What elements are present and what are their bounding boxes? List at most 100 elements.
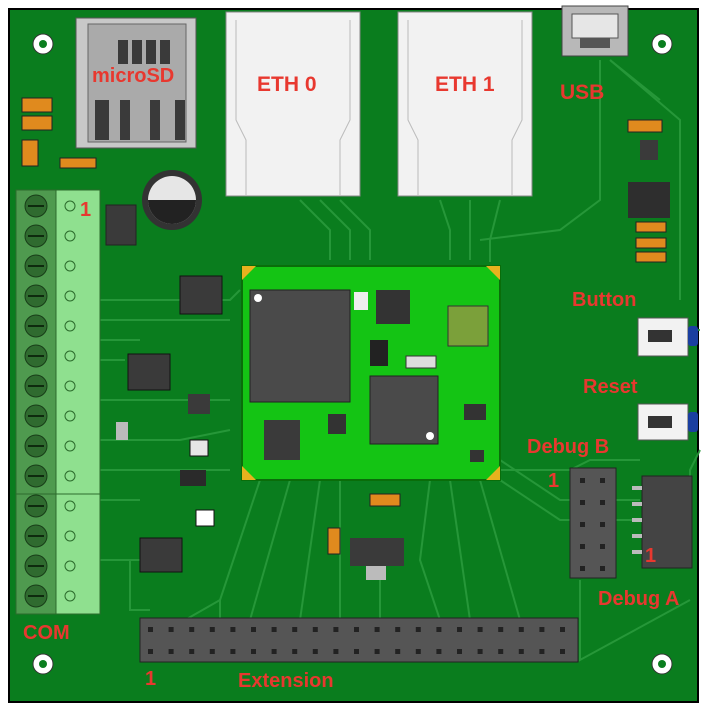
coin-cell (142, 170, 202, 230)
extension-pin (560, 627, 565, 632)
pin1-marker-icon: 1 (80, 199, 92, 221)
terminal-wire-hole (64, 560, 76, 572)
reset-switch[interactable] (637, 403, 698, 441)
extension-pin (457, 627, 462, 632)
debug-b-pin (580, 566, 585, 571)
debug-a-header (632, 475, 693, 569)
extension-pin (415, 627, 421, 632)
pin1-marker-icon: 1 (645, 545, 657, 567)
terminal-wire-hole (64, 410, 76, 422)
debug-b-pin (600, 478, 605, 483)
extension-pin (292, 627, 298, 632)
extension-pin (209, 627, 215, 632)
extension-pin (251, 627, 256, 632)
extension-pin (230, 649, 236, 654)
terminal-wire-hole (64, 500, 76, 512)
extension-pin (477, 649, 483, 654)
button-label: Button (572, 289, 637, 311)
terminal-wire-hole (64, 530, 76, 542)
extension-pin (518, 627, 524, 632)
com-terminal-block (15, 189, 101, 615)
debug-b-pin (600, 544, 605, 549)
extension-pin (436, 649, 442, 654)
extension-pin (518, 649, 524, 654)
microsd-label: microSD (92, 65, 175, 87)
extension-pin (333, 649, 339, 654)
terminal-wire-hole (64, 380, 76, 392)
eth0-label: ETH 0 (257, 73, 317, 96)
mounting-hole-icon (32, 33, 54, 55)
mounting-hole-icon (651, 33, 673, 55)
mounting-hole-icon (32, 653, 54, 675)
extension-pin (209, 649, 215, 654)
terminal-wire-hole (64, 290, 76, 302)
extension-pin (498, 649, 504, 654)
debug-b-pin (580, 522, 585, 527)
bottom-regulator (327, 493, 404, 580)
cpu-module (241, 265, 501, 481)
eth0-jack (225, 11, 361, 197)
left-passives (21, 97, 137, 246)
usb-connector (561, 5, 629, 57)
debug-b-pin (580, 544, 585, 549)
usb-label: USB (560, 81, 605, 104)
extension-pin (539, 649, 545, 654)
extension-pin (539, 627, 545, 632)
eth1-jack (397, 11, 533, 197)
extension-pin (292, 649, 298, 654)
extension-pin (271, 627, 277, 632)
debug-b-pin (600, 566, 605, 571)
extension-pin (189, 627, 195, 632)
extension-pin (560, 649, 565, 654)
extension-pin (395, 649, 401, 654)
debug-a-label: Debug A (598, 588, 680, 610)
extension-pin (395, 627, 401, 632)
terminal-wire-hole (64, 590, 76, 602)
left-ics (116, 275, 223, 573)
extension-label: Extension (238, 670, 334, 692)
extension-pin (168, 627, 174, 632)
button-switch[interactable] (637, 317, 698, 357)
terminal-wire-hole (64, 470, 76, 482)
extension-pin (148, 627, 153, 632)
debug-b-pin (600, 522, 605, 527)
terminal-wire-hole (64, 230, 76, 242)
usb-regulator (627, 119, 670, 263)
pcb-traces (100, 59, 701, 662)
extension-pin (271, 649, 277, 654)
pin1-marker-icon: 1 (145, 668, 157, 690)
extension-pin (251, 649, 256, 654)
com-label: COM (23, 622, 70, 644)
extension-pin (354, 627, 359, 632)
extension-pin (477, 627, 483, 632)
extension-pin (148, 649, 153, 654)
extension-pin (333, 627, 339, 632)
pin1-marker-icon: 1 (548, 470, 560, 492)
debug-b-pin (600, 500, 605, 505)
extension-pin (168, 649, 174, 654)
debug-b-header (569, 467, 617, 579)
extension-pin (312, 627, 318, 632)
extension-pin (457, 649, 462, 654)
eth1-label: ETH 1 (435, 73, 495, 96)
debug-b-pin (580, 500, 585, 505)
debug-b-label: Debug B (527, 436, 610, 458)
terminal-wire-hole (64, 200, 76, 212)
extension-pin (230, 627, 236, 632)
terminal-wire-hole (64, 320, 76, 332)
terminal-wire-hole (64, 350, 76, 362)
debug-b-pin (580, 478, 585, 483)
extension-pin (374, 649, 380, 654)
mounting-hole-icon (651, 653, 673, 675)
reset-label: Reset (583, 376, 638, 398)
terminal-wire-hole (64, 260, 76, 272)
terminal-wire-hole (64, 440, 76, 452)
extension-header (139, 617, 579, 663)
extension-pin (189, 649, 195, 654)
extension-pin (415, 649, 421, 654)
extension-pin (498, 627, 504, 632)
extension-pin (354, 649, 359, 654)
extension-pin (436, 627, 442, 632)
microsd-slot (75, 17, 197, 149)
